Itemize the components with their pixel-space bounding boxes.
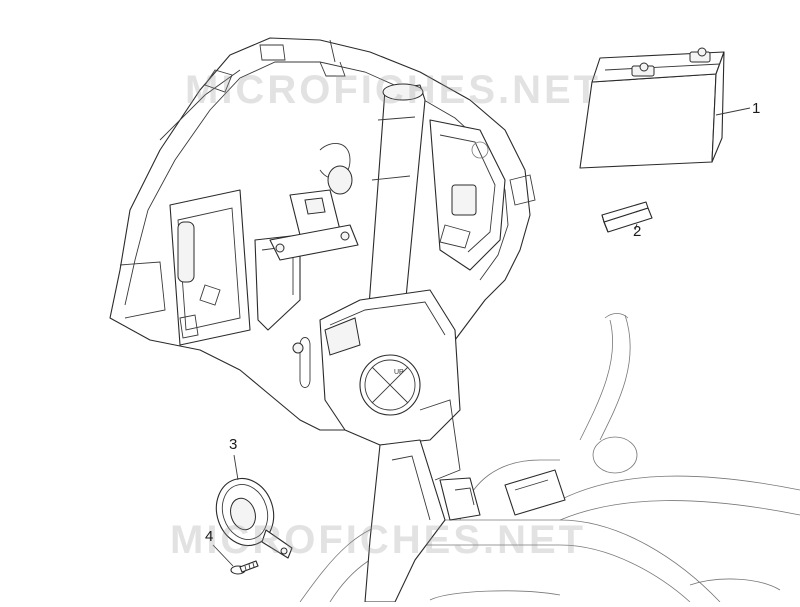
- horn-icon: [215, 477, 293, 559]
- leader-line-4: [212, 544, 234, 567]
- watermark-bottom: MICROFICHES.NET: [170, 518, 587, 562]
- callout-3: 3: [229, 436, 238, 453]
- callout-2: 2: [633, 223, 642, 240]
- leader-line-2: [634, 223, 638, 231]
- callout-4: 4: [205, 528, 214, 545]
- watermark-top: MICROFICHES.NET: [185, 68, 602, 112]
- battery-icon: [579, 47, 725, 169]
- leader-line-3: [233, 454, 239, 481]
- leader-line-1: [715, 107, 751, 116]
- battery-pad-icon: [601, 201, 653, 233]
- up-marking: UP: [394, 369, 404, 376]
- frame-assembly-icon: UP: [109, 37, 800, 603]
- screw-icon: [230, 560, 259, 575]
- callout-1: 1: [752, 100, 761, 117]
